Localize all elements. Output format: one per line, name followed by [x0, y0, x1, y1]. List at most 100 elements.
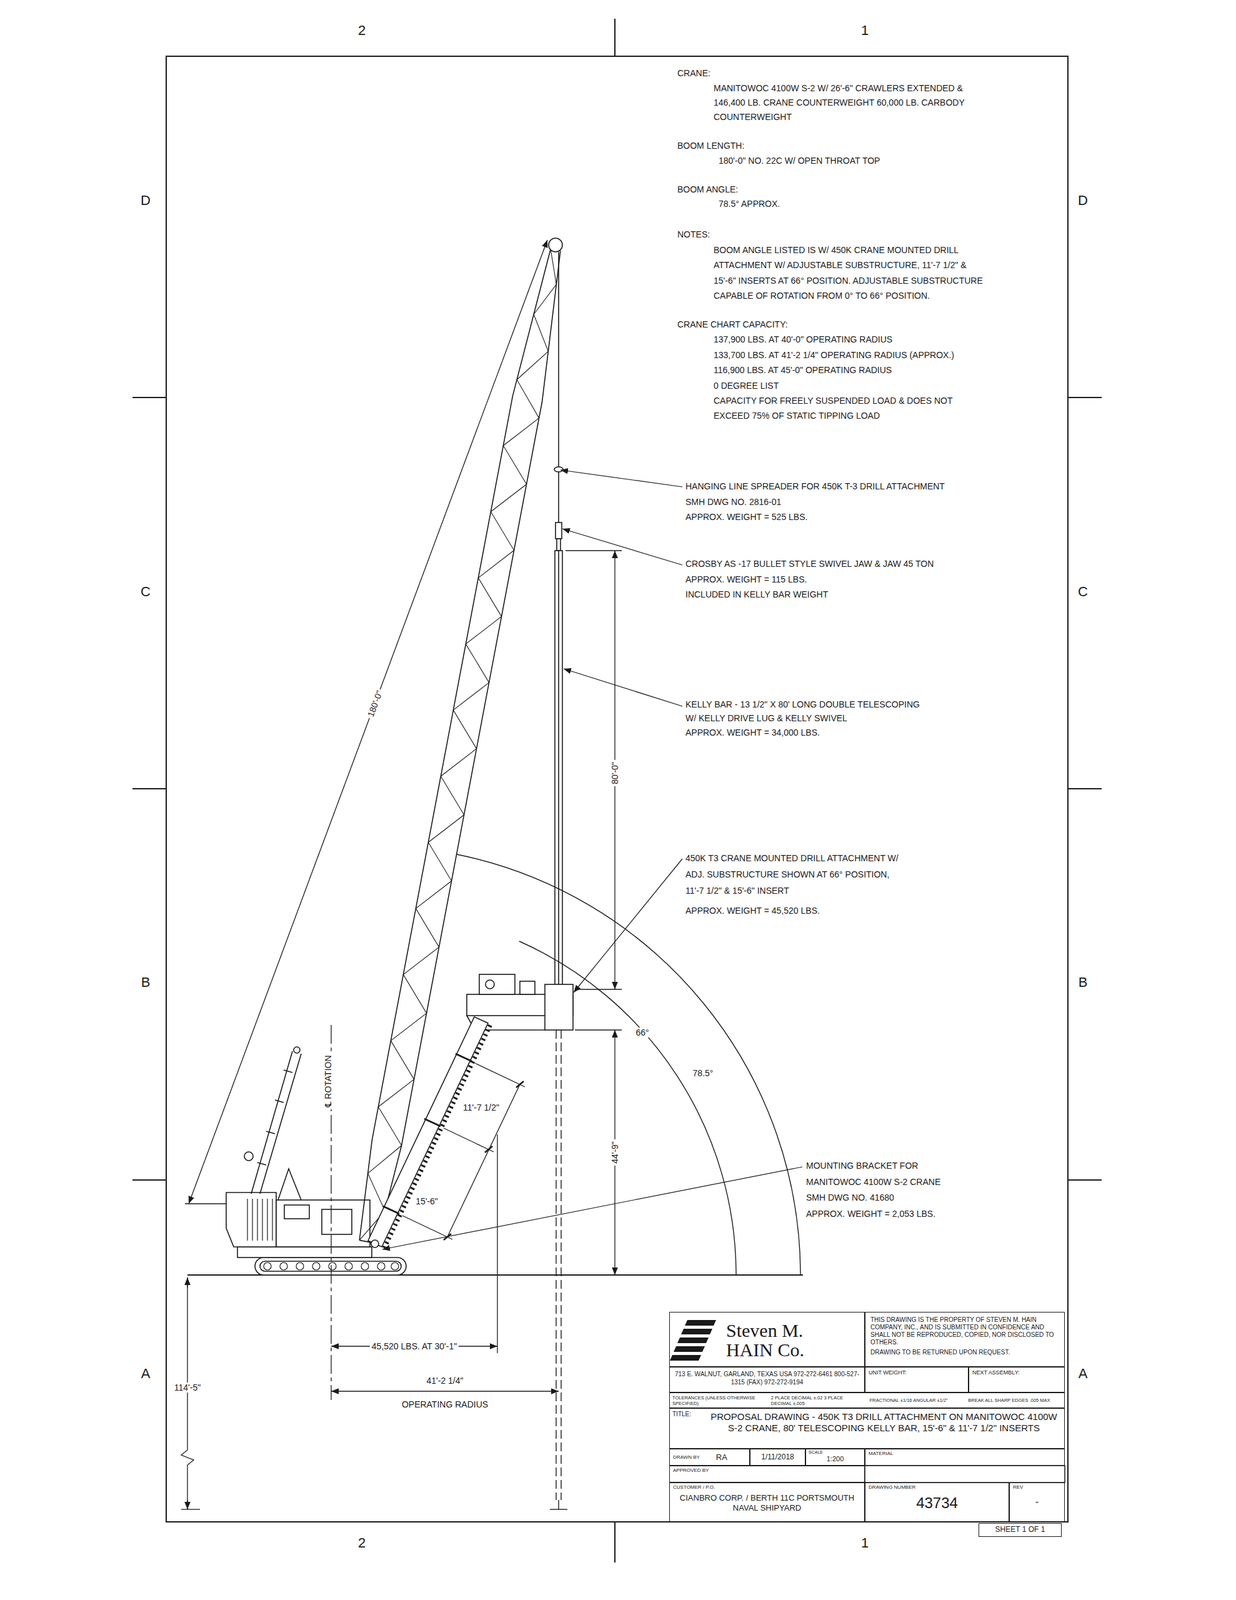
- hoist-and-kelly: [548, 238, 563, 252]
- crane-body: [237, 1246, 372, 1258]
- crane-note: 146,400 LB. CRANE COUNTERWEIGHT 60,000 L…: [713, 97, 965, 108]
- title-block-cell: CUSTOMER / P.O.CIANBRO CORP. / BERTH 11C…: [669, 1482, 865, 1522]
- cell-text: CUSTOMER / P.O.: [672, 1484, 862, 1491]
- dimension-lines: [447, 1084, 520, 1237]
- cell-text: SCALE: [808, 1449, 862, 1455]
- boom-chord: [376, 250, 561, 1243]
- dimension-lines: [181, 239, 622, 1510]
- drawing-frame: [1067, 396, 1102, 399]
- adjustable-substructure: [371, 1239, 379, 1248]
- crane-body: [226, 1192, 277, 1247]
- crane-note: MANITOWOC 4100W S-2 W/ 26'-6" CRAWLERS E…: [713, 83, 963, 94]
- zone-marker: D: [140, 192, 151, 209]
- drill-attachment: [519, 981, 535, 995]
- kelly-below-ground: [549, 1029, 568, 1510]
- kelly-below-ground: [549, 1508, 568, 1510]
- counterweight-grille: [261, 1198, 263, 1241]
- crane-note: EXCEED 75% OF STATIC TIPPING LOAD: [713, 410, 880, 421]
- crawler-rollers: [312, 1262, 320, 1270]
- hoist-and-kelly: [554, 550, 563, 990]
- crane-note: CRANE CHART CAPACITY:: [677, 319, 788, 330]
- dimension-lines: [181, 1277, 194, 1510]
- zone-marker: 2: [358, 1534, 366, 1551]
- zone-marker: C: [140, 583, 151, 600]
- dimension-lines: [186, 1499, 188, 1510]
- dimension-text: 66°: [633, 1027, 651, 1038]
- drawing-frame: [132, 1179, 167, 1181]
- title-block-cell: MATERIAL: [864, 1448, 1065, 1466]
- crane-note: CAPABLE OF ROTATION FROM 0° TO 66° POSIT…: [713, 290, 930, 301]
- drawing-frame: [1067, 787, 1102, 790]
- callout-text: ADJ. SUBSTRUCTURE SHOWN AT 66° POSITION,: [685, 869, 890, 880]
- counterweight-grille: [246, 1198, 248, 1241]
- cell-text: THIS DRAWING IS THE PROPERTY OF STEVEN M…: [870, 1315, 1060, 1346]
- drill-attachment: [544, 984, 574, 1030]
- dimension-text: 15'-6": [413, 1196, 440, 1207]
- dimension-text: 78.5°: [691, 1067, 716, 1078]
- company-logo: [669, 1319, 717, 1361]
- callout-text: APPROX. WEIGHT = 34,000 LBS.: [685, 727, 820, 738]
- crane-note: COUNTERWEIGHT: [713, 111, 792, 122]
- dimension-lines: [186, 1277, 188, 1288]
- dimension-text: 180'-0": [364, 687, 385, 720]
- angle-arcs: [456, 854, 801, 1275]
- cell-text: DRAWING NUMBER: [868, 1484, 1006, 1491]
- kelly-below-ground: [560, 1029, 562, 1500]
- callout-text: MANITOWOC 4100W S-2 CRANE: [806, 1176, 941, 1187]
- angle-arcs: [519, 941, 737, 1275]
- title-block-cell: [864, 1465, 1065, 1483]
- cell-text: TOLERANCES (UNLESS OTHERWISE SPECIFIED): [672, 1394, 767, 1407]
- crane-body: [259, 1053, 302, 1194]
- title-block-cell: TITLE:PROPOSAL DRAWING - 450K T3 DRILL A…: [669, 1407, 1065, 1449]
- crawler-rollers: [344, 1262, 353, 1270]
- crane-note: 15'-6" INSERTS AT 66° POSITION. ADJUSTAB…: [713, 275, 983, 286]
- crane-note: ATTACHMENT W/ ADJUSTABLE SUBSTRUCTURE, 1…: [713, 259, 967, 270]
- company-logo: [684, 1319, 717, 1326]
- callout-text: 11'-7 1/2" & 15'-6" INSERT: [685, 885, 790, 896]
- crane-body: [254, 1257, 407, 1275]
- callout-text: SMH DWG NO. 2816-01: [685, 496, 782, 507]
- crane-body: [251, 1051, 293, 1194]
- cell-text: 713 E. WALNUT, GARLAND, TEXAS USA 972-27…: [673, 1369, 861, 1386]
- adjustable-substructure: [384, 1024, 491, 1248]
- counterweight-grille: [251, 1198, 253, 1241]
- hoist-and-kelly: [556, 538, 561, 551]
- dimension-lines: [574, 1029, 622, 1030]
- crawler-rollers: [296, 1262, 304, 1270]
- title-block-cell: APPROVED BY: [669, 1465, 865, 1483]
- title-block-cell: DRAWING NUMBER43734: [864, 1482, 1010, 1522]
- drawing-frame: [132, 18, 1102, 1563]
- zone-marker: 1: [861, 22, 869, 39]
- title-block-cell: Steven M. HAIN Co.: [669, 1311, 865, 1367]
- angle-arcs: [456, 854, 801, 1275]
- dimension-text: OPERATING RADIUS: [401, 1399, 489, 1410]
- leader-lines: [563, 668, 683, 707]
- cell-text: RA: [716, 1452, 728, 1463]
- dimension-lines: [574, 988, 622, 990]
- dimension-lines: [565, 549, 622, 551]
- dimension-text: 44'-9": [609, 1139, 620, 1166]
- crane-note: 137,900 LBS. AT 40'-0" OPERATING RADIUS: [713, 334, 893, 345]
- title-block-cell: UNIT WEIGHT:: [864, 1366, 969, 1393]
- zone-marker: C: [1077, 583, 1088, 600]
- cell-text: 2 PLACE DECIMAL ±.02 3 PLACE DECIMAL ±.0…: [771, 1394, 865, 1407]
- crane-note: 116,900 LBS. AT 45'-0" OPERATING RADIUS: [713, 364, 892, 375]
- drawing-frame: [614, 1521, 616, 1563]
- adjustable-substructure: [455, 1053, 472, 1062]
- callout-text: 450K T3 CRANE MOUNTED DRILL ATTACHMENT W…: [685, 852, 899, 863]
- hoist-and-kelly: [558, 471, 560, 523]
- crane-body: [276, 1199, 370, 1247]
- company-logo: [677, 1337, 709, 1343]
- crawler-rollers: [328, 1262, 337, 1270]
- dimension-lines: [181, 1508, 200, 1510]
- crane-note: 0 DEGREE LIST: [713, 380, 779, 391]
- dimension-lines: [516, 1081, 524, 1088]
- callout-text: APPROX. WEIGHT = 525 LBS.: [685, 511, 808, 522]
- drawing-frame: [132, 787, 167, 790]
- leader-lines: [560, 469, 683, 487]
- leader-lines: [573, 858, 683, 993]
- crawler-rollers: [279, 1262, 288, 1270]
